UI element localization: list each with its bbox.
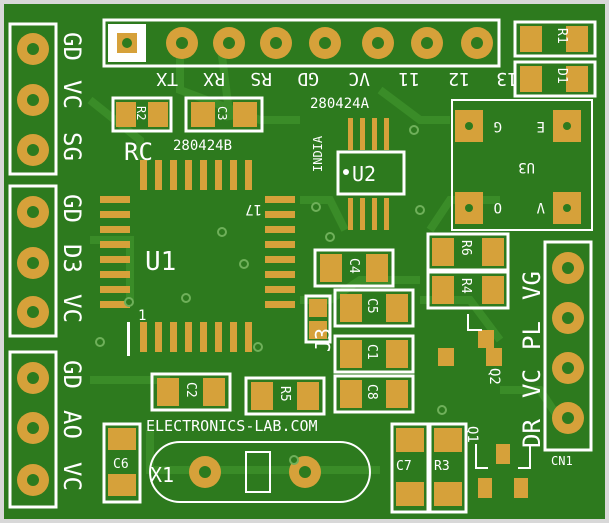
svg-text:O: O [494,199,502,215]
pin-label: PL [518,321,546,350]
svg-text:R5: R5 [277,386,292,402]
pin-label: 13 [496,68,518,89]
q1-transistor: Q1 [464,426,531,498]
d1: D1 [513,60,597,98]
pin-label: GD [58,360,86,389]
svg-text:C8: C8 [364,384,379,400]
pin-label: D3 [58,244,86,273]
pin-label: VC [58,462,86,491]
svg-text:R2: R2 [134,106,148,120]
pin-label: AO [58,410,86,439]
pin-label: TX [156,68,178,89]
svg-text:J3: J3 [311,328,335,352]
pin-label: VC [58,294,86,323]
pin-label: VC [58,80,86,109]
chip-code: 280424B [173,138,232,154]
svg-text:Q2: Q2 [486,368,502,385]
svg-text:X1: X1 [150,463,174,487]
svg-text:17: 17 [245,201,262,217]
c8: C8 [333,374,415,414]
c4: C4 [313,248,395,288]
c7: C7 [390,422,430,514]
svg-text:C5: C5 [364,298,379,314]
u3-module: G E O V U3 [451,99,593,231]
pin-label: VC [348,68,370,89]
u2-chip: 280424A INDIA U2 [310,96,406,230]
pin-label: RX [203,68,225,89]
c3: C3 [184,96,264,133]
svg-text:1: 1 [138,308,146,324]
u1-label: U1 [145,247,176,277]
pin-label: VC [518,369,546,398]
q2-transistor: Q2 [438,314,502,385]
r4: R4 [426,270,510,310]
connector-label: CN1 [551,454,573,468]
pin-label: DR [518,419,546,448]
svg-text:U2: U2 [352,162,376,186]
c2: C2 [150,372,232,412]
svg-text:R6: R6 [458,240,473,256]
svg-text:D1: D1 [554,68,569,84]
pin-label: SG [58,132,86,161]
r2: R2 [111,96,173,133]
svg-text:C6: C6 [113,457,129,472]
r1: R1 [513,20,597,58]
svg-text:Q1: Q1 [464,426,480,443]
svg-text:R3: R3 [434,459,450,474]
c5: C5 [333,288,415,328]
u3-label: U3 [518,159,535,175]
svg-text:C2: C2 [183,382,198,398]
svg-text:C1: C1 [364,344,379,360]
rc-label: RC [124,138,153,166]
r6: R6 [426,232,510,272]
pin-label: VG [518,271,546,300]
top-header: TX RX RS GD VC 11 12 13 [102,18,518,89]
svg-text:C7: C7 [396,459,412,474]
right-header: VG PL VC DR CN1 [518,240,593,468]
svg-text:R1: R1 [554,28,569,44]
svg-text:INDIA: INDIA [311,135,325,172]
svg-text:C3: C3 [215,106,229,120]
vias [95,125,447,465]
c6: C6 [102,422,142,504]
r3: R3 [428,422,468,514]
svg-text:G: G [494,118,502,134]
svg-text:V: V [536,199,545,215]
r5: R5 [244,376,326,416]
website-label: ELECTRONICS-LAB.COM [146,417,318,435]
pin-label: GD [58,194,86,223]
svg-text:R4: R4 [458,278,473,294]
u1-chip: U1 1 17 [100,160,295,356]
svg-text:E: E [537,118,545,134]
svg-text:C4: C4 [346,258,361,274]
svg-text:280424A: 280424A [310,96,370,112]
pin-label: RS [250,68,272,89]
pin-label: GD [297,68,319,89]
pin-label: GD [58,32,86,61]
j3-jumper: J3 [304,294,335,352]
pin-label: 11 [398,68,420,89]
pin-label: 12 [448,68,470,89]
left-header: GD VC SG GD D3 VC GD AO VC [8,22,86,509]
c1: C1 [333,334,415,374]
